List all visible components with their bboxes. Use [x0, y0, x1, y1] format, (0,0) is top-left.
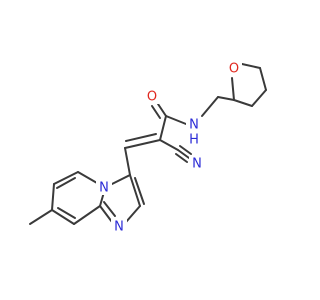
label-bg: [186, 132, 202, 146]
bond-amide-cn: [165, 115, 187, 125]
bond-nbridge-c5: [77, 171, 98, 184]
molecule-diagram: O N H O N N N: [29, 60, 267, 235]
amide-nitrogen-label: N: [189, 118, 199, 133]
bond-c7-c8-double: [57, 207, 76, 219]
bonds: [29, 63, 267, 225]
bond-o-c5: [241, 63, 261, 69]
bond-c5-c6-double: [56, 177, 76, 189]
label-bg: [145, 88, 159, 104]
bridgehead-nitrogen-label: N: [99, 181, 109, 196]
bond-c8-c8a: [73, 205, 101, 225]
bond-c2-o: [231, 77, 235, 101]
label-bg: [96, 179, 112, 195]
ring-oxygen-label: O: [229, 62, 239, 77]
bond-nitrile-2: [175, 153, 188, 163]
nitrile-nitrogen-label: N: [192, 157, 202, 172]
bond-c5-c6: [53, 171, 79, 185]
label-bg: [226, 60, 242, 76]
bond-n-ch2: [201, 96, 219, 117]
bond-c2-n1: [125, 205, 141, 223]
label-bg: [111, 218, 127, 234]
bond-vinyl-c3: [124, 147, 131, 176]
bond-nitrile-1: [177, 149, 190, 159]
bond-c3-c2im: [129, 174, 141, 207]
bond-carbonyl-1: [157, 103, 167, 117]
atom-labels: O N H O N N N: [96, 60, 242, 235]
bond-ch2-c2: [217, 96, 235, 101]
bond-methyl: [29, 209, 53, 225]
bond-amide-alpha: [159, 115, 167, 141]
bond-c6-c7: [51, 183, 55, 211]
carbonyl-oxygen-label: O: [147, 90, 157, 105]
bond-carbonyl-2: [151, 105, 161, 119]
imidazole-nitrogen-label: N: [114, 220, 124, 235]
structure-canvas: O N H O N N N: [29, 60, 267, 235]
bond-c7-c8: [51, 209, 75, 225]
amide-hydrogen-label: H: [189, 133, 199, 148]
bond-vinyl-1: [124, 139, 161, 149]
bond-n1-c8a-double: [103, 201, 116, 217]
bond-c3-nbridge: [109, 174, 131, 186]
bond-c3-c2im-double: [134, 177, 145, 205]
bond-c3-c2: [233, 99, 253, 107]
bond-nitrile-3: [179, 145, 192, 155]
label-bg: [189, 155, 205, 171]
bond-alpha-nitrile: [159, 139, 179, 151]
bond-c4-c3: [251, 89, 267, 107]
label-bg: [186, 117, 202, 133]
bond-vinyl-2: [125, 133, 157, 142]
bond-n1-c8a: [99, 205, 113, 223]
bond-c5-c4: [259, 67, 267, 91]
